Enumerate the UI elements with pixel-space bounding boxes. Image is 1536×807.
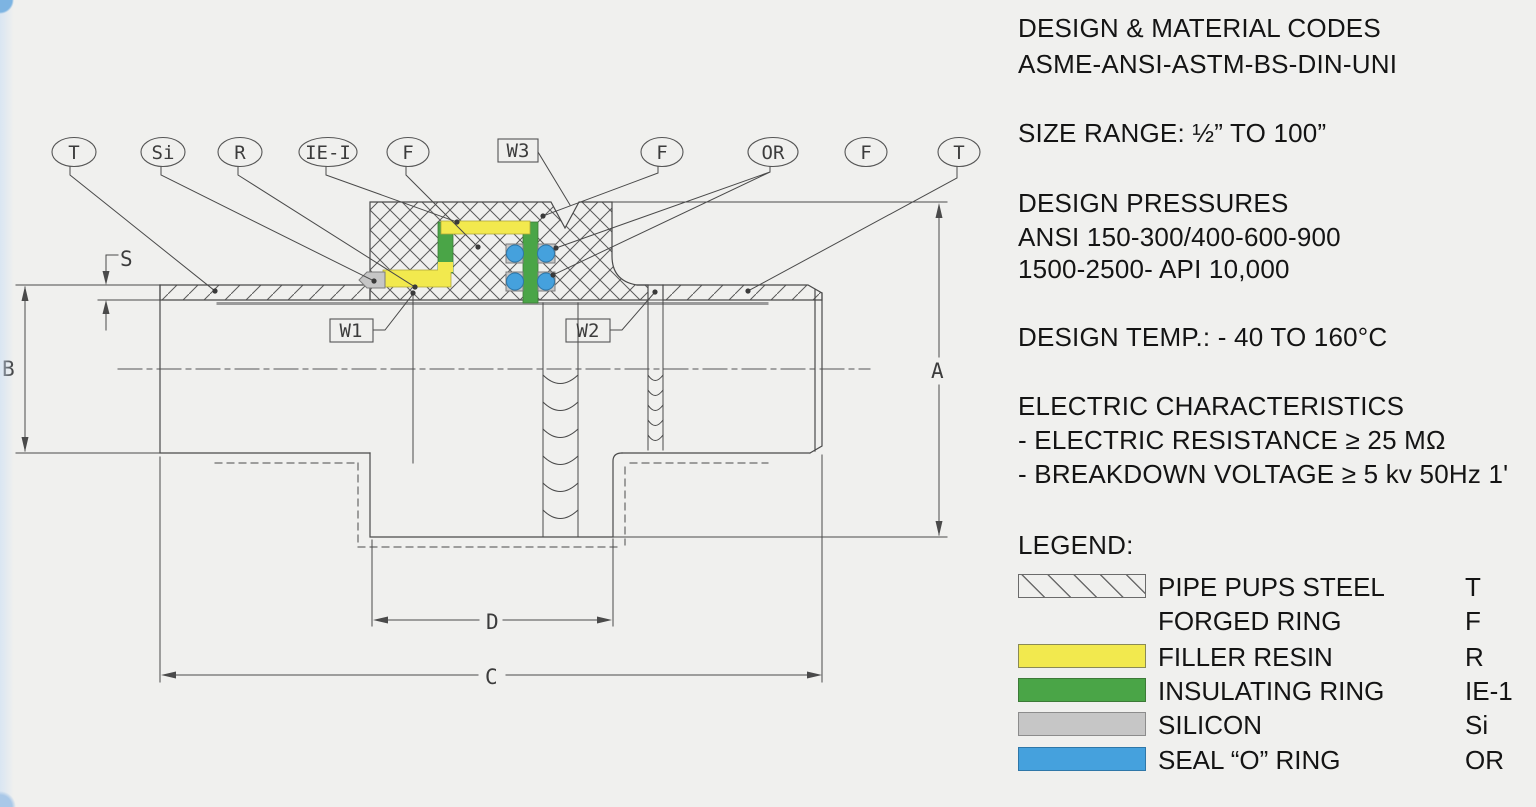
svg-text:T: T xyxy=(68,142,79,164)
svg-text:OR: OR xyxy=(762,142,785,164)
callout-pipe-steel-right: T xyxy=(937,136,981,168)
callout-forged-ring-2: F xyxy=(640,136,684,168)
callout-seal-o-ring: OR xyxy=(747,136,799,168)
legend-label: FORGED RING xyxy=(1158,606,1342,636)
pressures-title: DESIGN PRESSURES xyxy=(1018,188,1289,218)
legend-code: T xyxy=(1465,572,1481,602)
pressures-line2: 1500-2500- API 10,000 xyxy=(1018,254,1290,284)
svg-text:Si: Si xyxy=(152,142,175,164)
callout-forged-ring-3: F xyxy=(844,136,888,168)
dimension-c xyxy=(159,454,823,683)
codes-title: DESIGN & MATERIAL CODES xyxy=(1018,13,1381,43)
svg-text:T: T xyxy=(953,142,964,164)
pressures-line1: ANSI 150-300/400-600-900 xyxy=(1018,222,1341,252)
weld-seam-w2 xyxy=(647,299,664,451)
legend-code: F xyxy=(1465,606,1481,636)
dim-d-label: D xyxy=(486,610,499,634)
codes-value: ASME-ANSI-ASTM-BS-DIN-UNI xyxy=(1018,49,1398,79)
green-swatch xyxy=(1018,678,1146,702)
callout-filler-resin: R xyxy=(217,136,263,168)
body-silhouette-bottom xyxy=(369,452,623,538)
yellow-swatch xyxy=(1018,644,1146,668)
svg-text:F: F xyxy=(402,142,413,164)
svg-text:IE-I: IE-I xyxy=(305,142,351,164)
legend-label: SILICON xyxy=(1158,710,1263,740)
design-temp: DESIGN TEMP.: - 40 TO 160°C xyxy=(1018,322,1388,352)
svg-text:F: F xyxy=(656,142,667,164)
legend-code: R xyxy=(1465,642,1484,672)
gray-swatch xyxy=(1018,712,1146,736)
legend-row-insulating-ring: INSULATING RING IE-1 xyxy=(1018,676,1528,708)
weld-seam-main xyxy=(542,302,579,538)
blue-swatch xyxy=(1018,747,1146,771)
weld-tag-w3: W3 xyxy=(497,138,539,163)
legend-code: IE-1 xyxy=(1465,676,1513,706)
legend-title: LEGEND: xyxy=(1018,530,1134,560)
callout-silicon: Si xyxy=(140,136,186,168)
electric-line2: - BREAKDOWN VOLTAGE ≥ 5 kv 50Hz 1' xyxy=(1018,459,1509,489)
legend-label: PIPE PUPS STEEL xyxy=(1158,572,1385,602)
size-range: SIZE RANGE: ½” TO 100” xyxy=(1018,118,1327,148)
legend-row-filler-resin: FILLER RESIN R xyxy=(1018,642,1528,674)
hidden-internal-lines xyxy=(214,462,769,548)
legend-label: SEAL “O” RING xyxy=(1158,745,1341,775)
svg-text:F: F xyxy=(860,142,871,164)
legend-row-seal-o-ring: SEAL “O” RING OR xyxy=(1018,745,1528,777)
dimension-a xyxy=(611,201,948,538)
dim-a-label: A xyxy=(931,359,944,383)
legend-row-forged-ring: FORGED RING F xyxy=(1018,606,1528,638)
legend-row-pipe-pups-steel: PIPE PUPS STEEL T xyxy=(1018,572,1528,604)
legend-code: OR xyxy=(1465,745,1504,775)
dim-b-label: B xyxy=(2,357,15,381)
dim-c-label: C xyxy=(485,665,498,689)
callout-pipe-steel-left: T xyxy=(51,136,97,168)
legend-code: Si xyxy=(1465,710,1489,740)
empty-swatch xyxy=(1018,608,1146,632)
electric-line1: - ELECTRIC RESISTANCE ≥ 25 MΩ xyxy=(1018,425,1446,455)
svg-text:W2: W2 xyxy=(577,320,600,342)
svg-text:W1: W1 xyxy=(340,320,363,342)
legend-label: INSULATING RING xyxy=(1158,676,1385,706)
legend-row-silicon: SILICON Si xyxy=(1018,710,1528,742)
electric-title: ELECTRIC CHARACTERISTICS xyxy=(1018,391,1405,421)
weld-tag-w1: W1 xyxy=(329,318,374,343)
callout-insulating-ring: IE-I xyxy=(298,136,358,168)
weld-tag-w2: W2 xyxy=(565,318,611,343)
callout-forged-ring-1: F xyxy=(386,136,430,168)
legend-label: FILLER RESIN xyxy=(1158,642,1333,672)
svg-text:W3: W3 xyxy=(507,140,530,162)
svg-text:R: R xyxy=(234,142,246,164)
hatch-swatch xyxy=(1018,574,1146,598)
dim-s-label: S xyxy=(120,247,133,271)
